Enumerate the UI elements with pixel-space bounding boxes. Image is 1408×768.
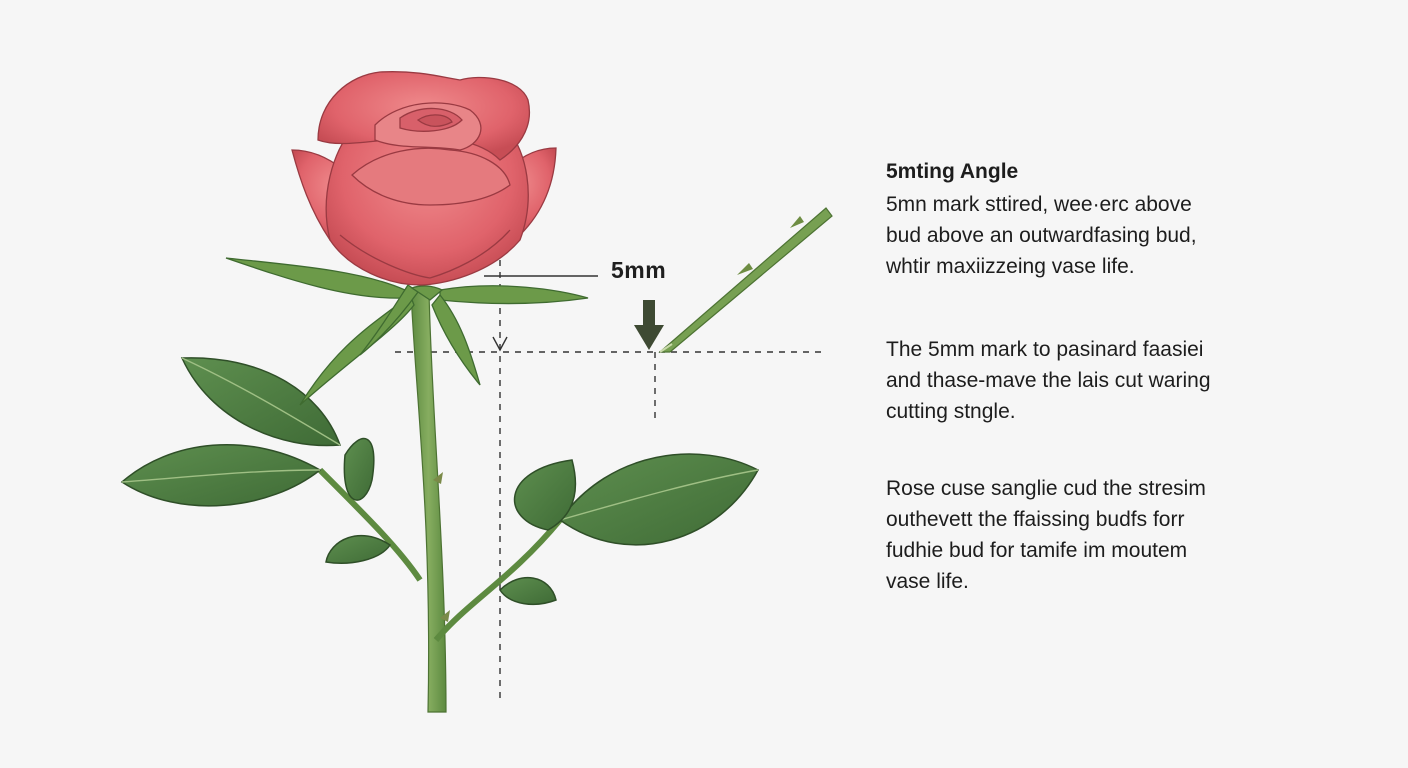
cut-stem-segment: [658, 207, 833, 353]
paragraph-3: Rose cuse sanglie cud the stresim outhev…: [886, 477, 1206, 593]
description-panel: 5mting Angle 5mn mark sttired, wee·erc a…: [886, 158, 1386, 597]
small-chevron-marker: [492, 336, 508, 352]
left-leaf-cluster: [120, 357, 423, 582]
paragraph-2: The 5mm mark to pasinard faasiei and tha…: [886, 338, 1211, 423]
right-leaf-cluster: [433, 453, 760, 642]
paragraph-1: 5mn mark sttired, wee·erc above bud abov…: [886, 193, 1197, 278]
rose-stem: [410, 291, 450, 713]
rose-bloom: [291, 71, 557, 286]
panel-heading: 5mting Angle: [886, 160, 1019, 183]
rose-sepals: [225, 257, 589, 406]
measurement-guides: [395, 248, 822, 698]
down-arrow-icon: [634, 300, 664, 350]
measurement-label: 5mm: [611, 257, 667, 283]
